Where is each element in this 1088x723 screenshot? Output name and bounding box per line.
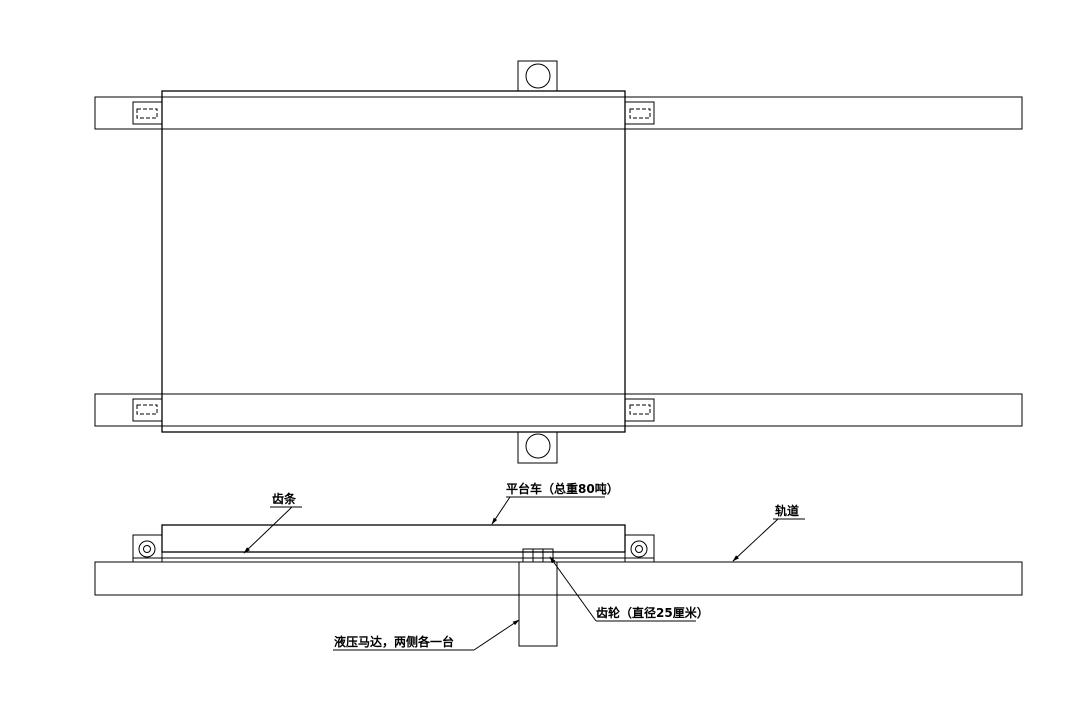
side-platform	[161, 524, 626, 553]
callout-rack: 齿条	[243, 491, 302, 554]
plan-wheel-bottom-right	[624, 398, 655, 422]
plan-view	[94, 60, 1023, 464]
side-wheel-left	[132, 534, 163, 563]
plan-motor-top	[517, 60, 558, 92]
plan-platform	[161, 90, 626, 433]
callout-platform-cart: 平台车（总重80吨）	[491, 481, 619, 525]
side-rack	[161, 551, 626, 559]
plan-wheel-top-left	[132, 101, 163, 125]
side-gear	[522, 548, 554, 563]
callout-track: 轨道	[732, 503, 805, 562]
side-view	[94, 524, 1023, 647]
plan-rail-top	[94, 96, 1023, 130]
side-rail	[94, 561, 1023, 596]
label-gear: 齿轮（直径25厘米）	[596, 605, 709, 620]
plan-wheel-bottom-left	[132, 398, 163, 422]
callout-gear: 齿轮（直径25厘米）	[549, 556, 709, 622]
label-platform-cart: 平台车（总重80吨）	[506, 481, 619, 496]
plan-wheel-top-right	[624, 101, 655, 125]
plan-motor-bottom	[517, 431, 558, 464]
side-wheel-right	[624, 534, 655, 563]
plan-rail-bottom	[94, 393, 1023, 427]
side-hydraulic-motor	[518, 561, 558, 647]
callout-hydraulic-motor: 液压马达，两侧各一台	[333, 619, 520, 651]
label-track: 轨道	[775, 503, 799, 518]
label-rack: 齿条	[272, 491, 297, 506]
label-hydraulic-motor: 液压马达，两侧各一台	[334, 634, 454, 649]
